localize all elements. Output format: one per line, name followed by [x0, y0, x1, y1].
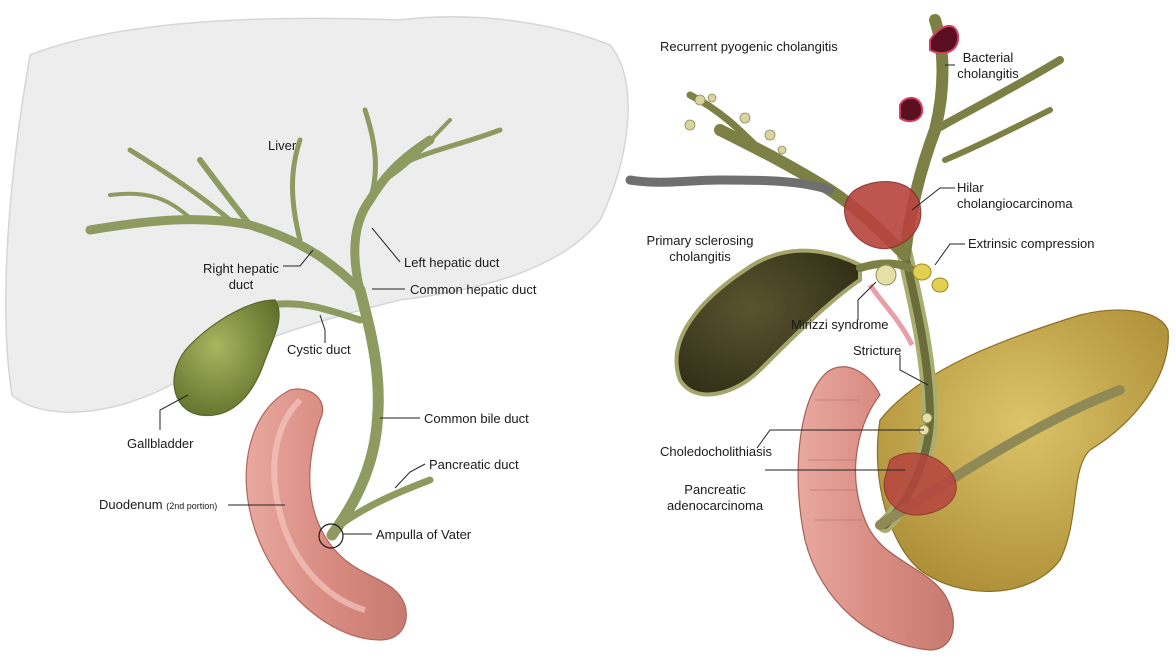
- right-hepatic-duct-label: Right hepatic duct: [196, 261, 286, 293]
- cbd-stone-1: [921, 412, 933, 424]
- gallbladder-label: Gallbladder: [127, 436, 194, 451]
- common-hepatic-duct-label: Common hepatic duct: [410, 282, 537, 297]
- hilar-cholangiocarcinoma-label-line2: cholangiocarcinoma: [957, 196, 1073, 211]
- hilar-tumor-shape: [843, 181, 922, 250]
- extrinsic-compression-label: Extrinsic compression: [968, 236, 1095, 251]
- cystic-duct-label: Cystic duct: [287, 342, 351, 357]
- pancreatic-adenocarcinoma-label-line1: Pancreatic: [684, 482, 746, 497]
- duodenum-left-shape: [245, 388, 407, 641]
- mirizzi-inflammation: [867, 283, 915, 347]
- duodenum-label-text: Duodenum: [99, 497, 163, 512]
- extrinsic-node-1: [912, 263, 932, 281]
- liver-shape: [5, 16, 629, 413]
- duodenum-label: Duodenum (2nd portion): [99, 497, 217, 514]
- primary-sclerosing-label-line1: Primary sclerosing: [646, 233, 754, 248]
- leader-lines-left: [159, 227, 426, 535]
- liver-label: Liver: [268, 138, 297, 153]
- duodenum-right-shape: [797, 366, 954, 651]
- pancreatic-adenocarcinoma-label: Pancreatic adenocarcinoma: [660, 482, 770, 514]
- mirizzi-syndrome-label: Mirizzi syndrome: [791, 317, 889, 332]
- pancreatic-adenocarcinoma-label-line2: adenocarcinoma: [666, 498, 764, 513]
- common-bile-duct-label: Common bile duct: [424, 411, 529, 426]
- bacterial-abscess-lower: [899, 96, 924, 123]
- pyogenic-stones: [684, 93, 787, 155]
- duodenum-note: (2nd portion): [166, 501, 218, 511]
- hepatic-duct-tree-left: [85, 107, 503, 541]
- right-hepatic-duct-label-line2: duct: [228, 277, 254, 292]
- bacterial-cholangitis-label-line2: cholangitis: [957, 66, 1019, 81]
- ampulla-of-vater-label: Ampulla of Vater: [376, 527, 472, 542]
- bacterial-cholangitis-label-line1: Bacterial: [962, 50, 1014, 65]
- primary-sclerosing-cholangitis-label: Primary sclerosing cholangitis: [635, 233, 765, 265]
- bacterial-cholangitis-label: Bacterial cholangitis: [948, 50, 1028, 82]
- duodenum-left-inner: [271, 397, 366, 613]
- hilar-cholangiocarcinoma-label-line1: Hilar: [957, 180, 984, 195]
- gallbladder-right-shape: [674, 248, 862, 397]
- primary-sclerosing-label-line2: cholangitis: [669, 249, 731, 264]
- ampulla-circle: [318, 523, 344, 549]
- stricture-label: Stricture: [853, 343, 902, 358]
- bacterial-abscess-upper: [929, 25, 960, 55]
- pancreatic-duct-label: Pancreatic duct: [429, 457, 519, 472]
- recurrent-pyogenic-cholangitis-label: Recurrent pyogenic cholangitis: [660, 39, 838, 54]
- mirizzi-stone: [875, 264, 897, 286]
- pancreas-shape: [876, 309, 1169, 592]
- extrinsic-node-2: [931, 277, 949, 293]
- gallbladder-left-shape: [173, 299, 280, 417]
- right-hepatic-duct-label-line1: Right hepatic: [203, 261, 279, 276]
- left-hepatic-duct-label: Left hepatic duct: [404, 255, 500, 270]
- hilar-cholangiocarcinoma-label: Hilar cholangiocarcinoma: [957, 180, 1073, 212]
- leader-lines-right: [756, 64, 965, 471]
- choledocholithiasis-label: Choledocholithiasis: [660, 444, 773, 459]
- pancreatic-tumor-shape: [883, 452, 957, 516]
